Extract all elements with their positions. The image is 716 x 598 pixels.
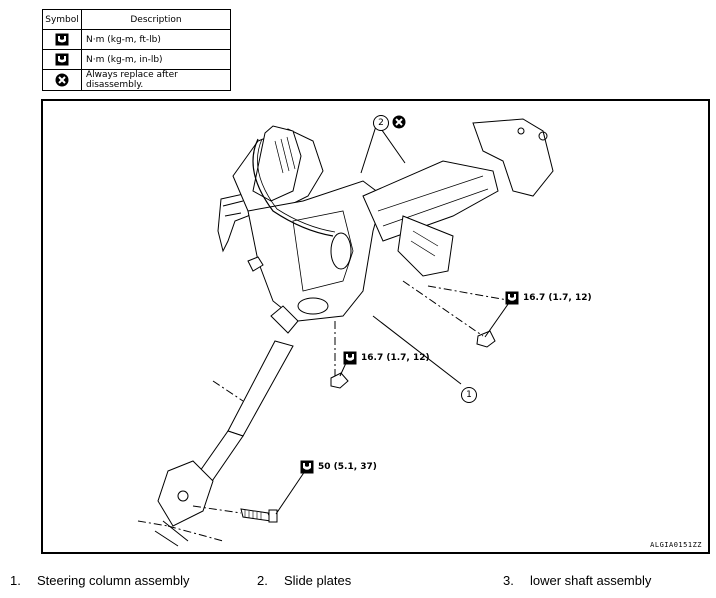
part-item: 2. Slide plates (257, 573, 351, 588)
legend-description: N·m (kg-m, ft-lb) (81, 29, 231, 50)
parts-list: 1. Steering column assembly 2. Slide pla… (0, 573, 716, 591)
legend-description: Always replace after disassembly. (81, 69, 231, 91)
legend-row: N·m (kg-m, ft-lb) (42, 29, 231, 50)
figure-code: ALGIA0151ZZ (650, 541, 702, 549)
legend-header-symbol: Symbol (42, 9, 82, 30)
legend-row: N·m (kg-m, in-lb) (42, 49, 231, 70)
part-item: 3. lower shaft assembly (503, 573, 651, 588)
torque-spec-label: 16.7 (1.7, 12) (523, 293, 592, 303)
part-name: lower shaft assembly (530, 573, 652, 588)
torque-wrench-open-icon (505, 291, 519, 305)
legend-header-description: Description (81, 9, 231, 30)
part-number: 3. (503, 573, 514, 588)
torque-wrench-open-icon (343, 351, 357, 365)
always-replace-icon (392, 115, 406, 129)
torque-spec-label: 50 (5.1, 37) (318, 462, 377, 472)
callout-2: 2 (373, 115, 389, 131)
legend-row: Always replace after disassembly. (42, 69, 231, 91)
symbol-legend-table: Symbol Description N·m (kg-m, ft-lb) N·m… (42, 9, 231, 91)
always-replace-icon (55, 73, 69, 87)
part-number: 2. (257, 573, 268, 588)
part-item: 1. Steering column assembly (10, 573, 189, 588)
part-name: Steering column assembly (37, 573, 190, 588)
legend-description: N·m (kg-m, in-lb) (81, 49, 231, 70)
torque-wrench-filled-icon (55, 53, 69, 66)
steering-column-drawing (137, 118, 554, 547)
part-name: Slide plates (284, 573, 352, 588)
steering-column-diagram: 2 1 16.7 (1.7, 12) 16.7 (1.7, 12) 50 (5.… (41, 99, 710, 554)
torque-wrench-filled-icon (300, 460, 314, 474)
callout-1: 1 (461, 387, 477, 403)
torque-wrench-open-icon (55, 33, 69, 46)
part-number: 1. (10, 573, 21, 588)
legend-header-row: Symbol Description (42, 9, 231, 30)
torque-spec-label: 16.7 (1.7, 12) (361, 353, 430, 363)
